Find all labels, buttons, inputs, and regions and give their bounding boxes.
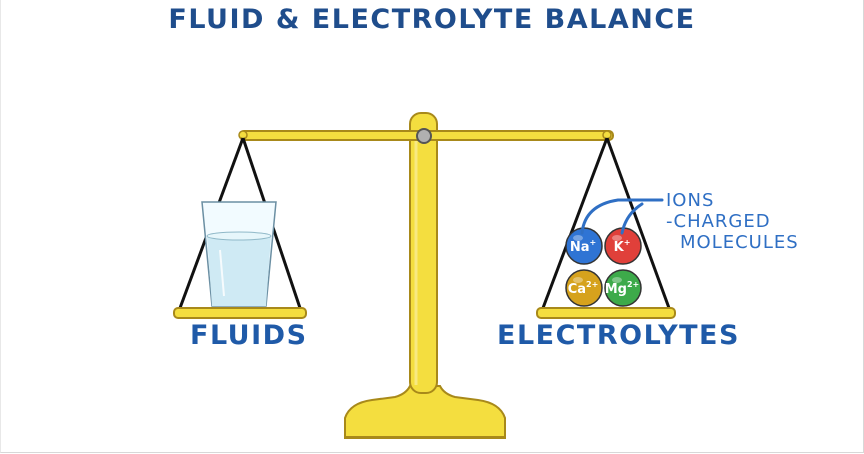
left-pan xyxy=(173,307,307,319)
ion-mg: Mg2+ xyxy=(604,269,642,307)
scale-pivot xyxy=(416,128,432,144)
fluids-label: FLUIDS xyxy=(190,320,308,351)
scale-pillar xyxy=(409,112,438,394)
molecules-annotation: MOLECULES xyxy=(680,232,799,253)
water-glass-icon xyxy=(201,201,277,307)
right-pan xyxy=(536,307,676,319)
ion-highlight xyxy=(573,277,583,283)
ion-na: Na+ xyxy=(565,227,603,265)
ions-annotation: IONS xyxy=(666,190,715,211)
ion-highlight xyxy=(612,277,622,283)
right-pan-strings xyxy=(541,137,671,309)
ion-symbol: K+ xyxy=(614,238,631,255)
annotation-pointer-lines xyxy=(580,198,664,235)
scale-base xyxy=(344,385,506,439)
ions-cluster: Na+ K+ Ca2+ Mg2+ xyxy=(565,227,642,307)
charged-annotation: -CHARGED xyxy=(666,211,771,232)
ion-highlight xyxy=(612,235,622,241)
ion-ball xyxy=(565,269,603,307)
electrolytes-label: ELECTROLYTES xyxy=(497,320,740,351)
ion-highlight xyxy=(573,235,583,241)
page-title: FLUID & ELECTROLYTE BALANCE xyxy=(168,4,696,35)
ion-k: K+ xyxy=(604,227,642,265)
ion-ca: Ca2+ xyxy=(565,269,603,307)
ion-ball xyxy=(604,269,642,307)
ion-symbol: Mg2+ xyxy=(605,280,640,297)
ion-symbol: Na+ xyxy=(570,238,596,255)
ion-symbol: Ca2+ xyxy=(568,280,599,297)
